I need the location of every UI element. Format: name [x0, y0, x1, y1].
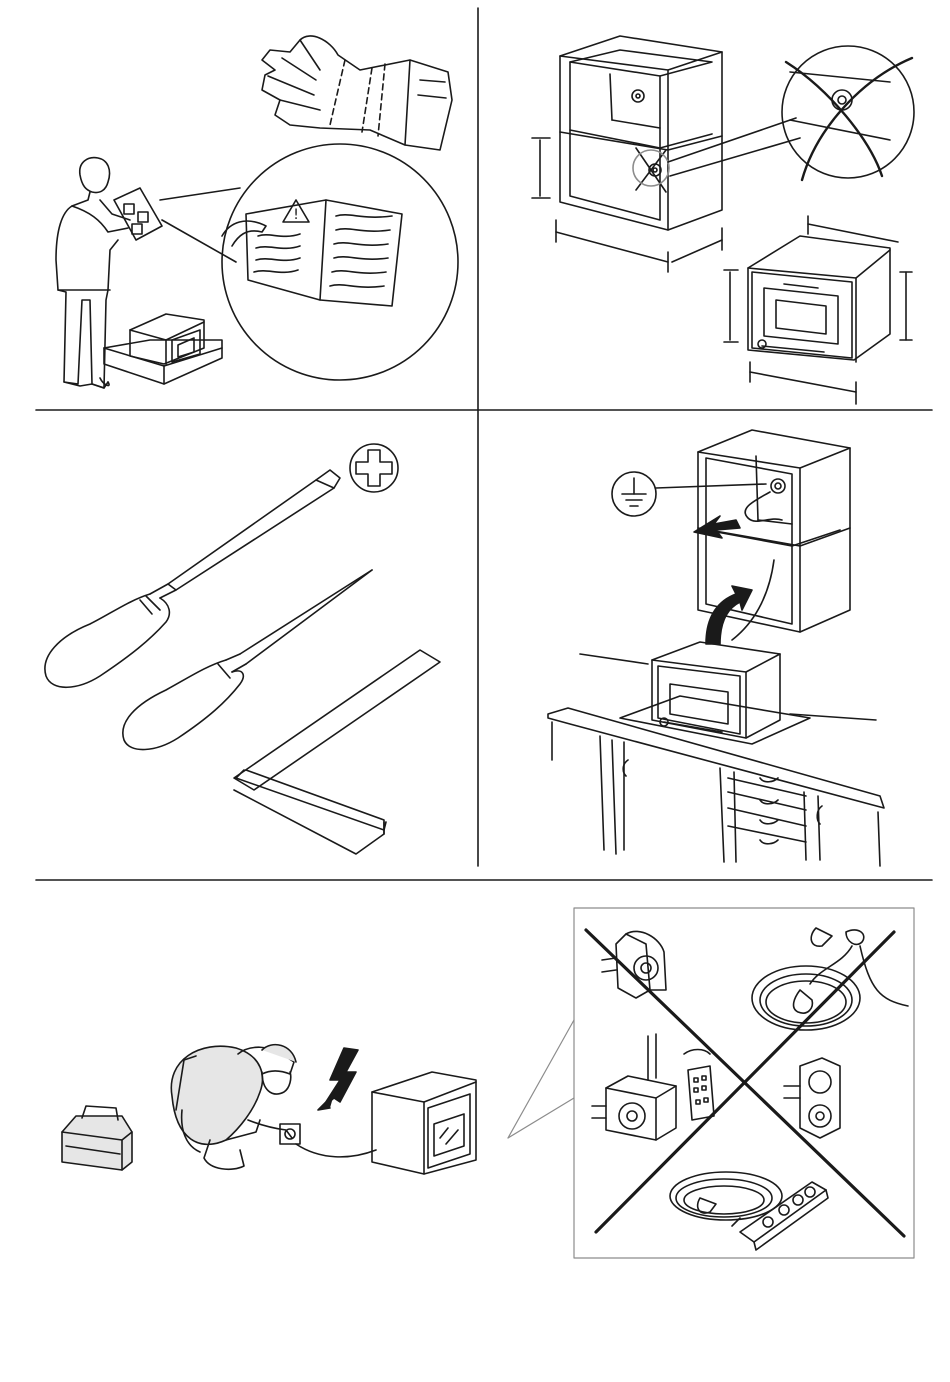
remote-socket-icon	[592, 1034, 676, 1140]
zoom-line-bottom	[162, 220, 236, 262]
zoom-line-top	[160, 188, 240, 200]
panel-electrician	[62, 1045, 476, 1174]
oven-dimensions-icon	[724, 216, 912, 404]
oven-on-countertop-icon	[548, 642, 884, 866]
panel-tools	[45, 444, 440, 854]
prohibition-cross	[586, 930, 904, 1236]
panel-earthed-socket	[548, 430, 884, 866]
earth-ground-icon	[612, 472, 766, 516]
oven-on-pallet-icon	[104, 314, 222, 384]
gloves-icon	[262, 36, 452, 150]
panel-read-manual: !	[56, 36, 458, 388]
warning-manual-icon: !	[222, 144, 458, 380]
warning-symbol: !	[293, 207, 299, 223]
electrician-icon	[171, 1045, 300, 1170]
person-reading-manual-icon	[56, 158, 162, 388]
built-in-oven-icon	[296, 1072, 476, 1174]
timer-socket-icon	[784, 1058, 840, 1138]
toolbox-icon	[62, 1106, 132, 1170]
panel-cabinet-dimensions	[532, 36, 914, 404]
phillips-screwdriver-icon	[45, 470, 340, 687]
awl-icon	[123, 570, 372, 750]
plug-adapter-icon	[602, 931, 666, 998]
no-socket-behind-oven-icon	[782, 46, 914, 180]
carpenter-square-icon	[234, 650, 440, 854]
phillips-head-icon	[350, 444, 398, 492]
lightning-icon	[318, 1048, 358, 1110]
power-strip-icon	[670, 1172, 828, 1250]
remote-control-icon	[684, 1050, 714, 1121]
panel-no-adapters	[508, 908, 914, 1258]
